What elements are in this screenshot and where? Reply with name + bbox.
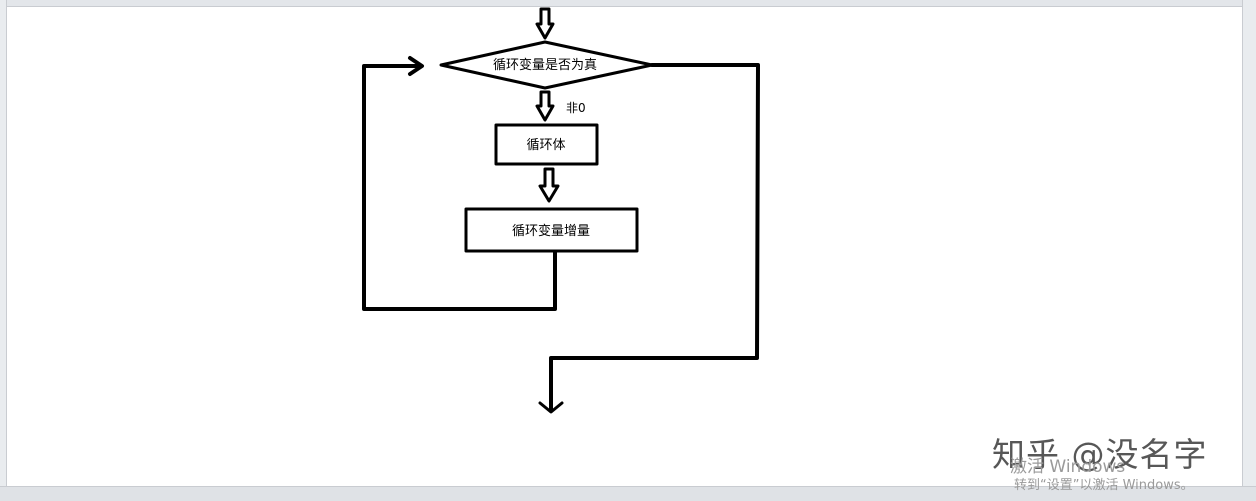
horizontal-scrollbar[interactable] [0,486,1256,501]
loop-back-arrowhead [408,56,424,76]
body-to-increment-arrow [538,167,560,203]
zhihu-watermark: 知乎 @没名字 [992,435,1208,474]
true-branch-label: 非0 [566,101,586,115]
increment-box [464,207,639,253]
condition-label: 循环变量是否为真 [493,57,597,73]
activation-title: 激活 Windows [1010,457,1126,477]
window-top-edge [0,0,1256,7]
condition-diamond [439,40,654,90]
exit-line [549,63,760,412]
loop-body-box [494,123,599,166]
exit-arrowhead [538,401,564,414]
vertical-scrollbar[interactable] [1242,0,1256,500]
activation-hint: 转到“设置”以激活 Windows。 [1014,478,1194,493]
entry-arrow [535,7,555,40]
loop-back-line [362,64,557,311]
window-left-edge [0,0,7,500]
loop-body-label: 循环体 [526,138,565,153]
true-branch-arrow [535,90,555,122]
increment-label: 循环变量增量 [512,223,590,239]
